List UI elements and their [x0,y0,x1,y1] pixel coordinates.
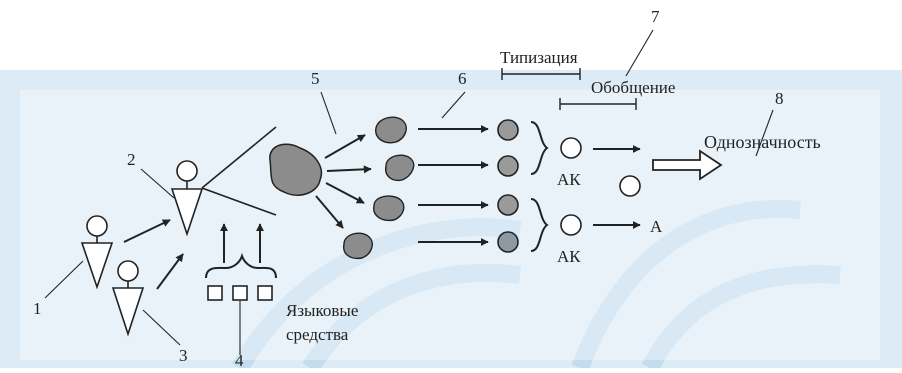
label-leaders [44,29,774,355]
language-arrows [220,223,264,263]
meaning-blob-small [373,195,405,222]
watermark-inner-panel [20,90,880,360]
number-3: 3 [179,346,188,365]
label-ak-top: АК [557,170,581,189]
meaning-blobs-small [343,116,415,260]
brace-upper [530,121,549,175]
type-circle [497,194,519,216]
label-language-means-2: средства [286,325,349,344]
generalization-bracket [559,98,637,110]
language-unit-square [232,285,248,301]
perception-beam [201,126,277,216]
number-6: 6 [458,69,467,88]
result-arrow-icon [652,149,723,181]
type-circle [497,119,519,141]
language-units [207,285,273,301]
number-5: 5 [311,69,320,88]
label-language-means-1: Языковые [286,301,358,320]
language-unit-square [207,285,223,301]
label-ak-bottom: АК [557,247,581,266]
watermark [232,199,841,373]
meaning-blob-large [269,143,322,196]
label-unambiguity: Однозначность [704,132,821,152]
brace-lower [530,198,549,252]
number-7: 7 [651,7,660,26]
typization-arrows [418,125,489,246]
type-circles [497,119,519,253]
person-2-icon [170,160,204,237]
type-circle [497,155,519,177]
person-3-icon [111,260,145,337]
ak-circle-top [560,137,582,159]
label-generalization: Обобщение [591,78,675,97]
language-brace [205,252,277,279]
person-1-icon [80,215,114,290]
language-unit-square [257,285,273,301]
generalization-arrows [593,145,641,229]
ak-circles [560,137,641,236]
number-2: 2 [127,150,136,169]
number-4: 4 [235,351,244,368]
meaning-blob-small [385,154,415,182]
number-8: 8 [775,89,784,108]
number-1: 1 [33,299,42,318]
generalized-circle [619,175,641,197]
typization-bracket [501,68,581,80]
person-arrows [123,219,184,290]
meaning-blob-small [343,232,373,260]
label-typization: Типизация [500,48,578,67]
label-a-result: А [650,217,663,236]
meaning-blob-small [375,116,407,144]
type-circle [497,231,519,253]
ak-circle-bottom [560,214,582,236]
split-arrows [315,134,372,229]
